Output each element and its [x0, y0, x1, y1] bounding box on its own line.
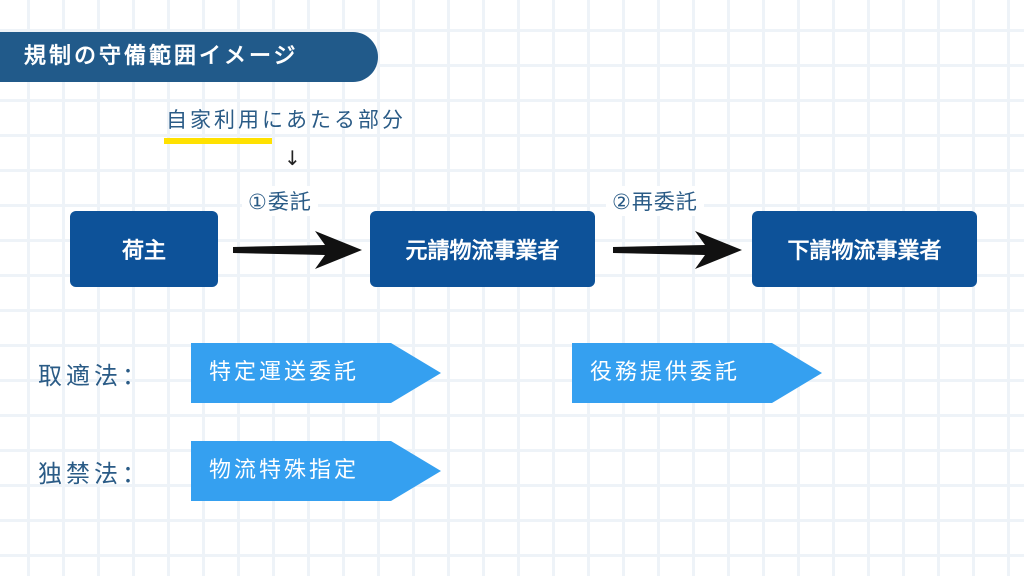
self-use-note: 自家利用にあたる部分	[166, 108, 406, 132]
law-label-subcontract: 取適法：	[38, 362, 150, 390]
node-prime-contractor: 元請物流事業者	[370, 211, 595, 287]
arrow-icon	[613, 231, 742, 269]
down-arrow-icon: ↓	[284, 146, 301, 170]
tag-service-provision: 役務提供委託	[572, 343, 822, 403]
edge-label-2: ②再委託	[606, 186, 704, 216]
tag-logistics-designation: 物流特殊指定	[191, 441, 441, 501]
node-shipper: 荷主	[70, 211, 218, 287]
arrow-icon	[233, 231, 362, 269]
node-subcontractor: 下請物流事業者	[752, 211, 977, 287]
highlight-underline	[164, 138, 272, 144]
law-label-antimonopoly: 独禁法：	[38, 460, 150, 488]
edge-label-1: ①委託	[242, 186, 318, 216]
page-title: 規制の守備範囲イメージ	[0, 32, 378, 82]
tag-specified-transport: 特定運送委託	[191, 343, 441, 403]
